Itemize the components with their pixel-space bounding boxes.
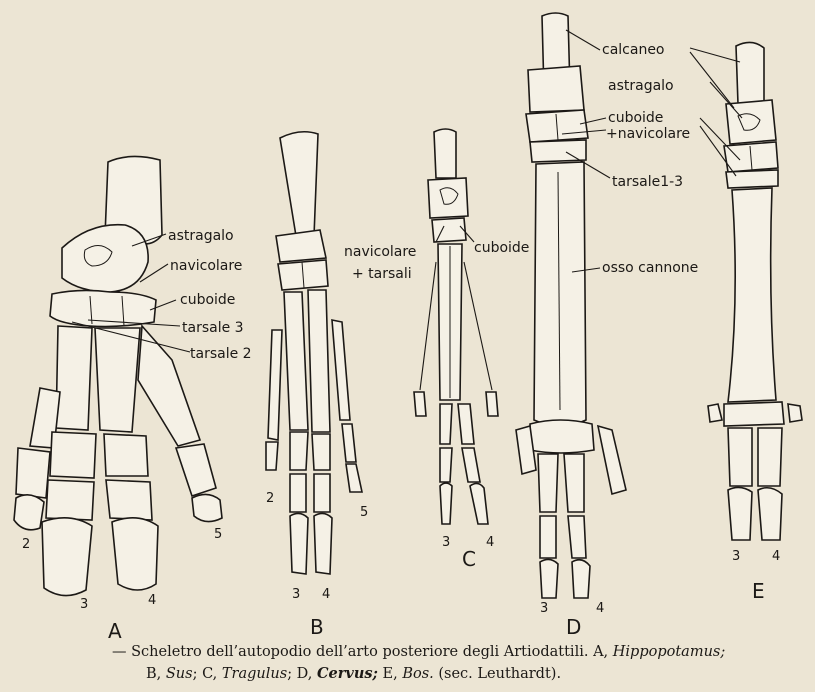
caption-cervus: Cervus;	[317, 665, 378, 682]
digit-c-3: 3	[442, 535, 450, 550]
label-c-navicolare: navicolare	[344, 244, 416, 260]
digit-a-2: 2	[22, 537, 30, 552]
digit-a-4: 4	[148, 593, 156, 608]
caption-tragulus: Tragulus	[221, 666, 288, 682]
label-d-cuboide: cuboide	[608, 110, 663, 126]
caption-text-1: — Scheletro dell’autopodio dell’arto pos…	[112, 644, 613, 660]
figure-caption: — Scheletro dell’autopodio dell’arto pos…	[112, 641, 802, 685]
caption-sus: Sus	[165, 666, 193, 682]
figure-letter-b: B	[310, 615, 324, 639]
digit-b-4: 4	[322, 587, 330, 602]
digit-a-3: 3	[80, 597, 88, 612]
figure-c-tragulus-foot	[413, 128, 499, 525]
caption-text-2c: ; D,	[287, 666, 318, 682]
figure-letter-c: C	[462, 547, 476, 571]
figure-letter-a: A	[108, 619, 122, 643]
label-a-cuboide: cuboide	[180, 292, 235, 308]
label-d-navicolare: +navicolare	[606, 126, 690, 142]
digit-d-4: 4	[596, 601, 604, 616]
digit-c-4: 4	[486, 535, 494, 550]
caption-line-2: B, Sus; C, Tragulus; D, Cervus; E, Bos. …	[112, 663, 802, 685]
caption-hippopotamus: Hippopotamus;	[612, 644, 726, 660]
digit-e-4: 4	[772, 549, 780, 564]
figure-d-cervus-foot	[515, 12, 627, 599]
figure-b-sus-foot	[265, 130, 363, 575]
caption-text-2d: E,	[377, 666, 403, 682]
label-a-tarsale-3: tarsale 3	[182, 320, 244, 336]
label-a-navicolare: navicolare	[170, 258, 242, 274]
caption-text-2e: (sec. Leuthardt).	[433, 666, 562, 682]
figure-a-hippopotamus-foot	[13, 155, 223, 597]
label-d-tarsale-1-3: tarsale1-3	[612, 174, 683, 190]
figure-letter-d: D	[566, 615, 581, 639]
digit-d-3: 3	[540, 601, 548, 616]
digit-b-5: 5	[360, 505, 368, 520]
label-a-tarsale-2: tarsale 2	[190, 346, 252, 362]
label-d-astragalo: astragalo	[608, 78, 674, 94]
digit-b-2: 2	[266, 491, 274, 506]
digit-e-3: 3	[732, 549, 740, 564]
label-a-astragalo: astragalo	[168, 228, 234, 244]
digit-a-5: 5	[214, 527, 222, 542]
caption-bos: Bos.	[402, 666, 434, 682]
figure-letter-e: E	[752, 579, 765, 603]
label-c-tarsali: + tarsali	[352, 266, 412, 282]
label-d-osso-cannone: osso cannone	[602, 260, 698, 276]
caption-text-2b: ; C,	[192, 666, 222, 682]
label-c-cuboide: cuboide	[474, 240, 529, 256]
label-d-calcaneo: calcaneo	[602, 42, 665, 58]
figure-e-bos-foot	[689, 41, 803, 541]
digit-b-3: 3	[292, 587, 300, 602]
caption-text-2a: B,	[146, 666, 166, 682]
